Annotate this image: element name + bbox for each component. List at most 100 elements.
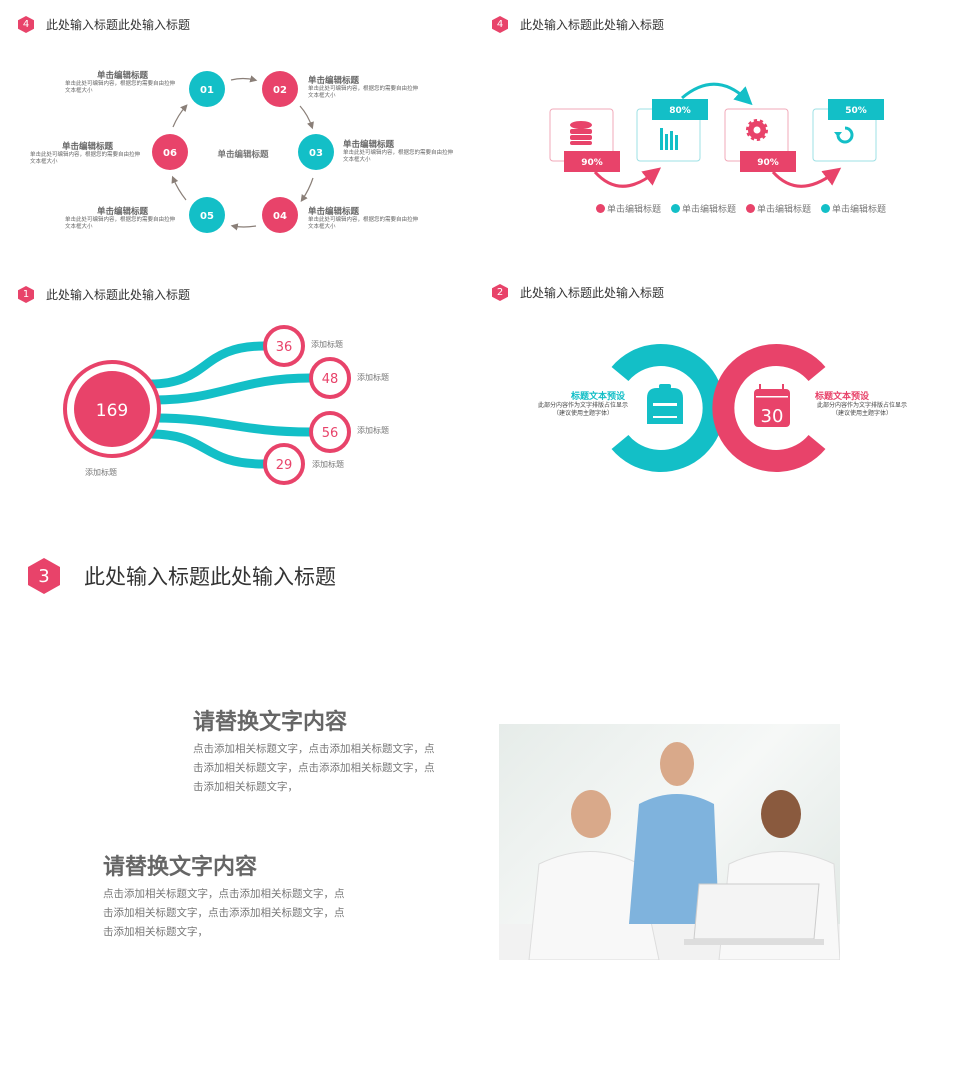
slide-title: 此处输入标题此处输入标题: [46, 288, 191, 302]
slide-title: 此处输入标题此处输入标题: [84, 565, 336, 589]
node-label-04: 单击编辑标题单击此处可编辑内容，根据您的需要自由拉伸文本框大小: [308, 205, 420, 231]
legend-item: 单击编辑标题: [596, 202, 661, 215]
node-desc: 单击此处可编辑内容，根据您的需要自由拉伸文本框大小: [65, 81, 176, 94]
node-title: 单击编辑标题: [308, 207, 360, 217]
main-label: 添加标题: [85, 467, 117, 477]
svg-text:30: 30: [761, 406, 784, 427]
node-number: 06: [163, 148, 177, 159]
branch-label: 添加标题: [357, 425, 389, 435]
slide-rings-header: 2 此处输入标题此处输入标题: [492, 284, 664, 301]
node-title: 单击编辑标题: [97, 207, 149, 217]
node-label-01: 单击编辑标题单击此处可编辑内容，根据您的需要自由拉伸文本框大小: [65, 69, 177, 95]
node-label-06: 单击编辑标题单击此处可编辑内容，根据您的需要自由拉伸文本框大小: [30, 140, 142, 166]
slide-cycle-header: 4 此处输入标题此处输入标题: [18, 16, 190, 33]
node-desc: 单击此处可编辑内容，根据您的需要自由拉伸文本框大小: [30, 152, 141, 165]
gear-icon: [746, 119, 768, 141]
node-label-05: 单击编辑标题单击此处可编辑内容，根据您的需要自由拉伸文本框大小: [65, 205, 177, 231]
cycle-center-label: 单击编辑标题: [217, 149, 269, 160]
section-badge: 4: [492, 16, 508, 33]
step-value-1: [564, 151, 620, 172]
body-line: 击添加相关标题文字，点击添添加相关标题文字，点: [193, 762, 435, 774]
left-desc: 此部分内容作为文字排版占位显示: [537, 402, 628, 409]
block-heading: 请替换文字内容: [193, 710, 348, 735]
doctors-photo: [499, 724, 840, 960]
node-title: 单击编辑标题: [308, 76, 360, 86]
slide-title: 此处输入标题此处输入标题: [520, 18, 665, 32]
cycle-node-03: [298, 134, 334, 170]
body-line: 点击添加相关标题文字，点击添加相关标题文字，点: [193, 743, 435, 755]
block-heading: 请替换文字内容: [103, 855, 258, 880]
node-label-03: 单击编辑标题单击此处可编辑内容，根据您的需要自由拉伸文本框大小: [343, 138, 455, 164]
svg-text:80%: 80%: [669, 106, 691, 116]
slide-title: 此处输入标题此处输入标题: [46, 18, 191, 32]
left-title: 标题文本预设: [570, 392, 625, 402]
calendar-icon: 30: [754, 384, 790, 427]
branch-connectors: [149, 341, 311, 469]
svg-text:90%: 90%: [757, 158, 779, 168]
node-number: 04: [273, 211, 287, 222]
main-value: 169: [96, 401, 128, 421]
slide-process-header: 4 此处输入标题此处输入标题: [492, 16, 664, 33]
branch-value: 56: [322, 426, 339, 441]
right-title: 标题文本预设: [815, 392, 870, 402]
legend-item: 单击编辑标题: [821, 202, 886, 215]
process-diagram: 90% 80% 90% 50%: [549, 82, 884, 188]
slide-text-header: 3 此处输入标题此处输入标题: [28, 558, 336, 594]
slide-title: 此处输入标题此处输入标题: [520, 286, 665, 300]
legend-item: 单击编辑标题: [746, 202, 811, 215]
right-note: （建议使用主题字体）: [831, 410, 892, 417]
cycle-arrows: [171, 75, 314, 231]
block-body: 点击添加相关标题文字，点击添加相关标题文字，点 击添加相关标题文字，点击添添加相…: [103, 885, 345, 942]
node-number: 05: [200, 211, 214, 222]
legend-item: 单击编辑标题: [671, 202, 736, 215]
branch-value: 29: [276, 458, 293, 473]
branch-value: 48: [322, 372, 339, 387]
node-desc: 单击此处可编辑内容，根据您的需要自由拉伸文本框大小: [343, 150, 454, 163]
branch-diagram: 169 添加标题 36 48 56 29 添加标题 添加标题 添加标题 添加标题: [63, 325, 389, 485]
step-value-2: [652, 99, 708, 120]
svg-text:50%: 50%: [845, 106, 867, 116]
branch-label: 添加标题: [312, 459, 344, 469]
body-line: 点击添加相关标题文字，点击添加相关标题文字，点: [103, 888, 345, 900]
cycle-node-02: [262, 71, 298, 107]
body-line: 击添加相关标题文字，: [103, 926, 208, 938]
cycle-node-04: [262, 197, 298, 233]
node-label-02: 单击编辑标题单击此处可编辑内容，根据您的需要自由拉伸文本框大小: [308, 74, 420, 100]
branch-label: 添加标题: [311, 339, 343, 349]
cycle-diagram: 01 02 03 04 05 06 单击编辑标题: [152, 71, 334, 233]
node-title: 单击编辑标题: [343, 140, 395, 150]
rings-diagram: 30: [611, 344, 826, 472]
right-desc: 此部分内容作为文字排版占位显示: [816, 402, 907, 409]
right-text-block: 标题文本预设 此部分内容作为文字排版占位显示 （建议使用主题字体）: [815, 389, 909, 418]
slide-branch-header: 1 此处输入标题此处输入标题: [18, 286, 190, 303]
section-badge: 1: [18, 286, 34, 303]
node-number: 02: [273, 85, 287, 96]
left-note: （建议使用主题字体）: [552, 410, 613, 417]
node-number: 03: [309, 148, 323, 159]
branch-label: 添加标题: [357, 372, 389, 382]
section-badge: 4: [18, 16, 34, 33]
node-title: 单击编辑标题: [97, 71, 149, 81]
left-text-block: 标题文本预设 此部分内容作为文字排版占位显示 （建议使用主题字体）: [536, 389, 630, 418]
backpack-icon: [647, 384, 683, 424]
cycle-node-05: [189, 197, 225, 233]
node-title: 单击编辑标题: [62, 142, 114, 152]
bar-chart-icon: [660, 128, 678, 150]
section-badge: 2: [492, 284, 508, 301]
cycle-node-01: [189, 71, 225, 107]
node-number: 01: [200, 85, 214, 96]
refresh-icon: [834, 126, 854, 144]
body-line: 击添加相关标题文字，点击添添加相关标题文字，点: [103, 907, 345, 919]
node-desc: 单击此处可编辑内容，根据您的需要自由拉伸文本框大小: [308, 217, 419, 230]
pink-ring: [712, 344, 826, 472]
section-badge: 3: [28, 558, 60, 594]
cycle-node-06: [152, 134, 188, 170]
body-line: 击添加相关标题文字，: [193, 781, 298, 793]
database-icon: [570, 121, 592, 145]
text-block-2: 请替换文字内容 点击添加相关标题文字，点击添加相关标题文字，点 击添加相关标题文…: [103, 849, 345, 942]
step-value-3: [740, 151, 796, 172]
block-body: 点击添加相关标题文字，点击添加相关标题文字，点 击添加相关标题文字，点击添添加相…: [193, 740, 435, 797]
process-legend: 单击编辑标题 单击编辑标题 单击编辑标题 单击编辑标题: [596, 202, 886, 215]
step-value-4: [828, 99, 884, 120]
branch-value: 36: [276, 340, 293, 355]
